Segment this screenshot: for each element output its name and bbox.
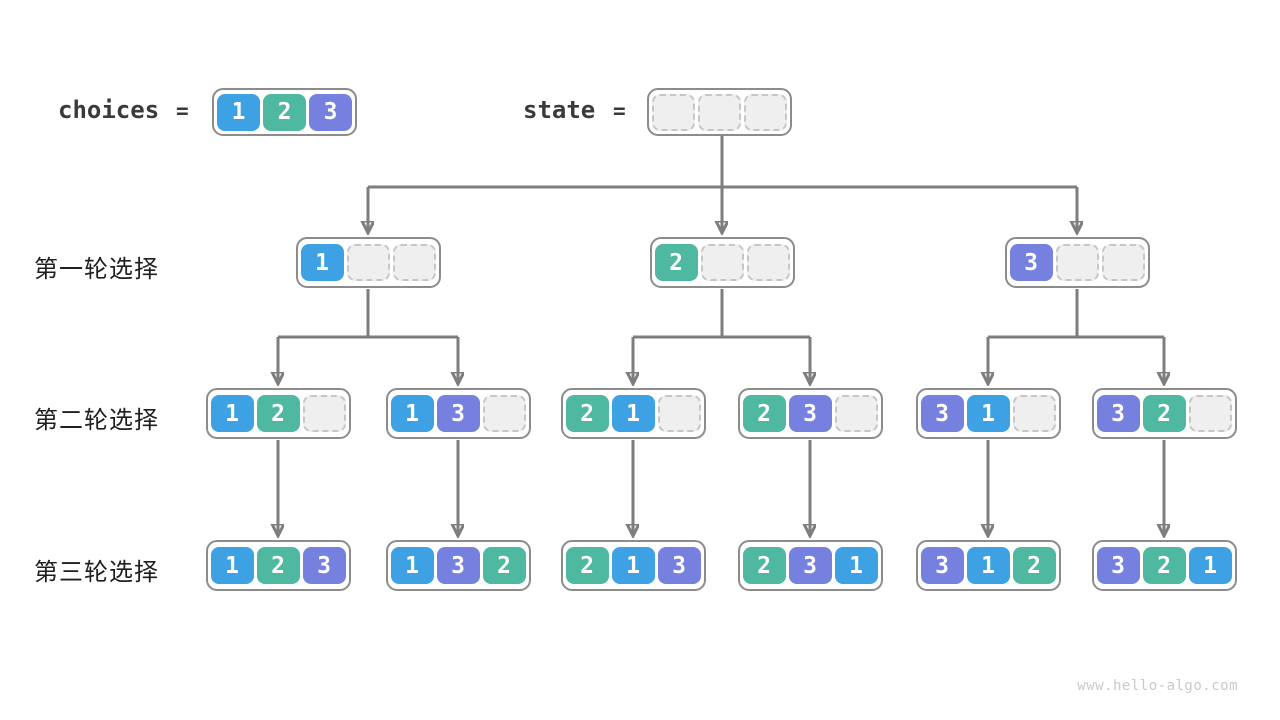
- state-array: [647, 88, 792, 136]
- cell-value-2: 2: [1012, 547, 1056, 584]
- cell-value-1: 1: [210, 395, 254, 432]
- cell-empty: [1101, 244, 1145, 281]
- cell-value-3: 3: [1009, 244, 1053, 281]
- cell-value-3: 3: [657, 547, 701, 584]
- cell-empty: [657, 395, 701, 432]
- cell-value-1: 1: [966, 395, 1010, 432]
- state-equals-sign: =: [613, 99, 626, 123]
- cell-value-2: 2: [1142, 395, 1186, 432]
- cell-value-1: 1: [210, 547, 254, 584]
- cell-value-2: 2: [256, 547, 300, 584]
- cell-empty: [746, 244, 790, 281]
- cell-empty: [346, 244, 390, 281]
- watermark: www.hello-algo.com: [1077, 678, 1238, 694]
- cell-value-1: 1: [1188, 547, 1232, 584]
- cell-empty: [1055, 244, 1099, 281]
- cell-value-1: 1: [300, 244, 344, 281]
- cell-empty: [1012, 395, 1056, 432]
- cell-value-3: 3: [920, 547, 964, 584]
- state-node-r1-2: 2: [649, 237, 795, 288]
- cell-value-2: 2: [565, 395, 609, 432]
- cell-empty: [698, 93, 741, 131]
- cell-empty: [482, 395, 526, 432]
- cell-value-1: 1: [611, 395, 655, 432]
- cell-empty: [652, 93, 695, 131]
- cell-value-2: 2: [742, 395, 786, 432]
- cell-value-3: 3: [309, 93, 352, 131]
- choices-equals-sign: =: [176, 99, 189, 123]
- cell-value-1: 1: [966, 547, 1010, 584]
- cell-value-3: 3: [436, 547, 480, 584]
- state-node-r1-1: 1: [295, 237, 441, 288]
- cell-empty: [744, 93, 787, 131]
- cell-value-2: 2: [654, 244, 698, 281]
- cell-value-2: 2: [742, 547, 786, 584]
- cell-value-2: 2: [263, 93, 306, 131]
- row-label-round-3: 第三轮选择: [34, 559, 159, 586]
- cell-empty: [834, 395, 878, 432]
- cell-value-2: 2: [256, 395, 300, 432]
- cell-value-3: 3: [788, 547, 832, 584]
- cell-value-3: 3: [788, 395, 832, 432]
- row-label-round-1: 第一轮选择: [34, 256, 159, 283]
- choices-label: choices: [58, 96, 160, 124]
- cell-value-3: 3: [920, 395, 964, 432]
- cell-value-2: 2: [482, 547, 526, 584]
- cell-empty: [1188, 395, 1232, 432]
- cell-empty: [392, 244, 436, 281]
- cell-value-3: 3: [1096, 395, 1140, 432]
- state-label: state: [523, 96, 596, 124]
- cell-empty: [700, 244, 744, 281]
- cell-value-1: 1: [217, 93, 260, 131]
- cell-value-1: 1: [390, 395, 434, 432]
- cell-value-2: 2: [1142, 547, 1186, 584]
- cell-value-3: 3: [1096, 547, 1140, 584]
- cell-value-3: 3: [302, 547, 346, 584]
- cell-value-1: 1: [834, 547, 878, 584]
- cell-value-1: 1: [611, 547, 655, 584]
- cell-value-2: 2: [565, 547, 609, 584]
- row-label-round-2: 第二轮选择: [34, 407, 159, 434]
- cell-empty: [302, 395, 346, 432]
- state-node-r1-3: 3: [1004, 237, 1150, 288]
- cell-value-1: 1: [390, 547, 434, 584]
- cell-value-3: 3: [436, 395, 480, 432]
